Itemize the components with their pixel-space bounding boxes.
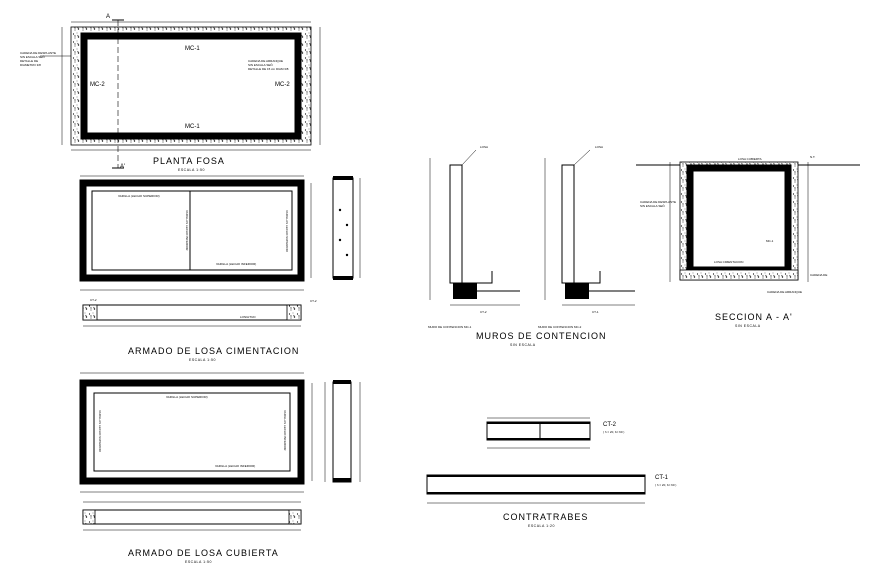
ct1-subtitle: ( h = 20, b= 60 ) bbox=[655, 483, 676, 487]
mc2-label: MURO DE CONTENCION MC-2 bbox=[538, 325, 582, 329]
svg-text:VARILLAS LECHO INFERIOR: VARILLAS LECHO INFERIOR bbox=[283, 410, 287, 451]
ct2-section bbox=[486, 421, 591, 441]
svg-text:LOSA: LOSA bbox=[480, 145, 488, 149]
svg-text:DETALLE DE 15 cm DIAM 3/8: DETALLE DE 15 cm DIAM 3/8 bbox=[248, 67, 289, 71]
losa-cimentacion-title: ARMADO DE LOSA CIMENTACION bbox=[128, 346, 299, 356]
svg-text:CADENA DE ARRANQUE: CADENA DE ARRANQUE bbox=[767, 290, 802, 294]
planta-fosa-scale: ESCALA 1:50 bbox=[178, 168, 205, 172]
svg-text:SIN ESCALA SEÑ: SIN ESCALA SEÑ bbox=[20, 54, 45, 59]
contratrabes-scale: ESCALA 1:20 bbox=[528, 524, 555, 528]
ct2-subtitle: ( h = 20, b= 60 ) bbox=[603, 430, 624, 434]
losa-cubierta-slab bbox=[79, 379, 305, 485]
losa-cimentacion-scale: ESCALA 1:50 bbox=[189, 358, 216, 362]
losa-cimentacion-view: VARILLA (LECHO SUPERIOR) VARILLA (LECHO … bbox=[79, 175, 361, 362]
seccion-scale: SIN ESCALA bbox=[735, 324, 761, 328]
losa-cubierta-title: ARMADO DE LOSA CUBIERTA bbox=[128, 548, 279, 558]
mc1-label: MURO DE CONTENCION MC-1 bbox=[428, 325, 472, 329]
muros-scale: SIN ESCALA bbox=[510, 343, 536, 347]
fosa-inner-slab-edge bbox=[80, 32, 302, 140]
svg-text:CADENA DE DESPLANTE: CADENA DE DESPLANTE bbox=[20, 51, 56, 55]
svg-text:VARILLAS LECHO SUPERIOR: VARILLAS LECHO SUPERIOR bbox=[98, 410, 102, 453]
seccion-mc-label: MC-1 bbox=[766, 239, 774, 243]
losa-cimentacion-slab bbox=[79, 179, 305, 282]
cut-label-bottom: A' bbox=[120, 164, 125, 170]
seccion-title: SECCION A - A' bbox=[715, 312, 793, 322]
wall-label-left: MC-2 bbox=[90, 82, 105, 88]
svg-text:LONGITUD: LONGITUD bbox=[240, 315, 256, 319]
svg-text:DIAMETRO 3/8: DIAMETRO 3/8 bbox=[20, 63, 41, 67]
seccion-a-a-view: LOSA CUBIERTA LOSA CIMENTACION MC-1 CADE… bbox=[636, 155, 860, 328]
svg-text:SIN ESCALA SEÑ: SIN ESCALA SEÑ bbox=[640, 203, 665, 208]
svg-text:LOSA: LOSA bbox=[595, 145, 603, 149]
ct1-section bbox=[426, 474, 646, 495]
ct-left-label: CT-2 bbox=[90, 298, 97, 302]
seccion-losa-cimentacion: LOSA CIMENTACION bbox=[714, 260, 743, 264]
losa-cubierta-view: VARILLA (LECHO SUPERIOR) VARILLA (LECHO … bbox=[79, 372, 361, 564]
mc2-ct-label: CT-1 bbox=[592, 310, 599, 314]
muros-contencion-view: LOSA CT-2 MURO DE CONTENCION MC-1 LOSA C… bbox=[428, 145, 635, 347]
svg-text:N.T.: N.T. bbox=[810, 155, 816, 159]
ct1-title: CT-1 bbox=[655, 475, 669, 481]
wall-label-bottom: MC-1 bbox=[185, 124, 200, 130]
svg-text:SIN ESCALA SEÑ: SIN ESCALA SEÑ bbox=[248, 62, 273, 67]
svg-text:VARILLA (LECHO SUPERIOR): VARILLA (LECHO SUPERIOR) bbox=[118, 194, 160, 198]
svg-text:VARILLAS LECHO SUPERIOR: VARILLAS LECHO SUPERIOR bbox=[285, 210, 289, 253]
muros-title: MUROS DE CONTENCION bbox=[476, 331, 607, 341]
svg-text:CADENA DE DESPLANTE: CADENA DE DESPLANTE bbox=[640, 200, 676, 204]
svg-text:VARILLAS LECHO INFERIOR: VARILLAS LECHO INFERIOR bbox=[185, 210, 189, 251]
svg-text:DETALLE DE: DETALLE DE bbox=[20, 59, 38, 63]
losa-cubierta-scale: ESCALA 1:50 bbox=[185, 560, 212, 564]
svg-text:VARILLA (LECHO INFERIOR): VARILLA (LECHO INFERIOR) bbox=[215, 464, 255, 468]
ct-right-label: CT-2 bbox=[310, 299, 317, 303]
svg-text:CADENA DE: CADENA DE bbox=[810, 273, 827, 277]
contratrabes-view: CT-2 ( h = 20, b= 60 ) CT-1 ( h = 20, b=… bbox=[426, 417, 676, 528]
contratrabes-title: CONTRATRABES bbox=[503, 512, 588, 522]
seccion-losa-cubierta: LOSA CUBIERTA bbox=[738, 157, 762, 161]
ct2-title: CT-2 bbox=[603, 422, 617, 428]
planta-fosa-view: CADENA DE DESPLANTE SIN ESCALA SEÑ DETAL… bbox=[20, 14, 321, 172]
fosa-interior bbox=[86, 38, 296, 134]
planta-fosa-title: PLANTA FOSA bbox=[153, 156, 225, 166]
wall-label-top: MC-1 bbox=[185, 46, 200, 52]
mc1-ct-label: CT-2 bbox=[480, 310, 487, 314]
svg-text:VARILLA (LECHO INFERIOR): VARILLA (LECHO INFERIOR) bbox=[216, 262, 256, 266]
wall-label-right: MC-2 bbox=[275, 82, 290, 88]
svg-text:VARILLA (LECHO SUPERIOR): VARILLA (LECHO SUPERIOR) bbox=[166, 395, 208, 399]
svg-text:CADENA DE ARRANQUE: CADENA DE ARRANQUE bbox=[248, 59, 283, 63]
cut-label-top: A bbox=[106, 14, 110, 20]
